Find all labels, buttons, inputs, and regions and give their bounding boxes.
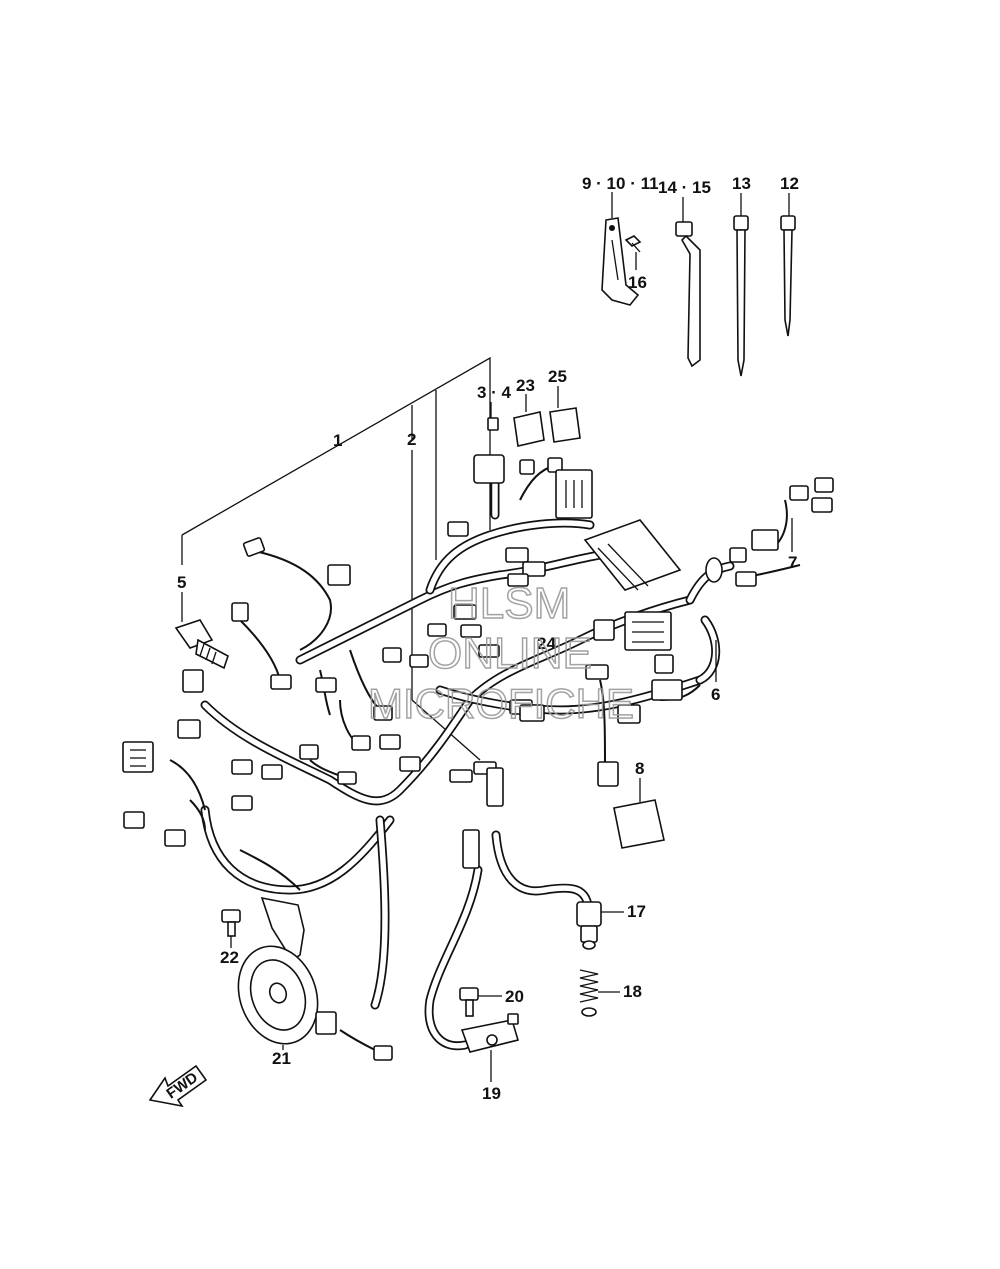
screw-part-16 (624, 235, 642, 253)
callout-1: 1 (333, 431, 342, 450)
watermark-line-3: MICROFICHE (368, 680, 634, 727)
spring-part-18 (579, 969, 599, 1017)
callout-22: 22 (220, 948, 239, 967)
callout-17: 17 (627, 902, 646, 921)
callout-13: 13 (732, 174, 751, 193)
callout-2: 2 (407, 430, 416, 449)
clamp-part-9-10-11 (601, 217, 640, 306)
horn-part-21 (237, 896, 393, 1061)
callout-5: 5 (177, 573, 186, 592)
cable-tie-part-12 (780, 215, 796, 337)
label-part-8 (613, 799, 665, 849)
switch-part-19 (460, 1013, 520, 1053)
callout-16: 16 (628, 273, 647, 292)
callout-23: 23 (516, 376, 535, 395)
callout-bracket-1 (181, 356, 491, 565)
callout-12: 12 (780, 174, 799, 193)
callout-21: 21 (272, 1049, 291, 1068)
callout-3-4: 3 · 4 (477, 383, 512, 402)
watermark: HLSM ONLINE MICROFICHE (367, 578, 635, 728)
bolt-part-22 (221, 909, 241, 937)
watermark-line-2: ONLINE (428, 629, 592, 678)
callout-14-15: 14 · 15 (658, 178, 711, 197)
watermark-line-1: HLSM (448, 579, 570, 628)
callout-25: 25 (548, 367, 567, 386)
sensor-part-17 (576, 901, 602, 950)
callout-7: 7 (788, 553, 797, 572)
forward-arrow-icon: FWD (148, 1064, 208, 1108)
callout-18: 18 (623, 982, 642, 1001)
callout-24: 24 (537, 634, 556, 653)
callout-20: 20 (505, 987, 524, 1006)
callout-9-10-11: 9 · 10 · 11 (582, 174, 659, 193)
leader-lines (181, 192, 793, 1082)
harness-connectors (122, 407, 834, 869)
cable-tie-part-13 (733, 215, 749, 377)
grommet-part-5 (174, 619, 229, 670)
main-wiring-harness (169, 464, 801, 1051)
bolt-part-20 (459, 987, 479, 1017)
callout-8: 8 (635, 759, 644, 778)
callout-labels: 1 2 3 · 4 5 6 7 8 9 · 10 · 11 12 13 14 ·… (177, 174, 799, 1103)
callout-19: 19 (482, 1084, 501, 1103)
cable-tie-part-14-15 (675, 221, 701, 368)
callout-6: 6 (711, 685, 720, 704)
